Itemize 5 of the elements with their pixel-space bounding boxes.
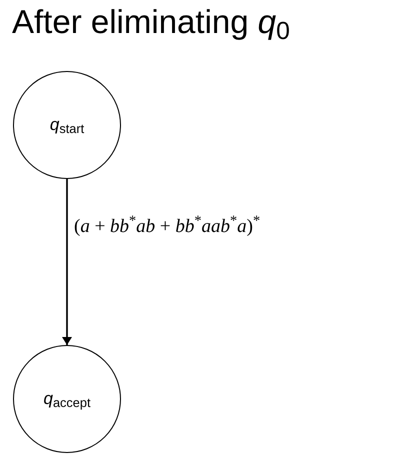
state-label: q$_{accept}$	[43, 388, 91, 410]
edge-label: (a + bb$^{*}$ab + bb$^{*}$aab$^{*}$a)$^{*}$	[73, 215, 262, 239]
arrow	[62, 179, 72, 345]
diagram-title: After eliminating q$_{0}$	[12, 2, 290, 42]
state-label: q$_{start}$	[50, 114, 84, 136]
